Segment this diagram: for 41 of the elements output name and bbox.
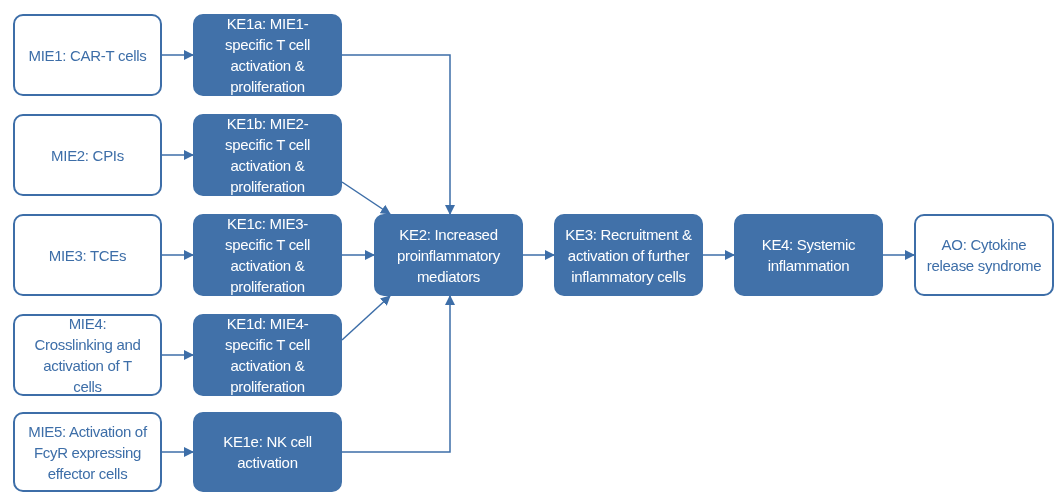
arrow [341,295,455,453]
key-event-box [554,214,703,296]
arrow [161,250,194,260]
arrow [882,250,915,260]
event-box [13,412,162,492]
key-event-box [193,314,342,396]
arrow [341,250,375,260]
box-label: MIE5: Activation of FcyR expressing effector cells [27,421,149,484]
box-label: KE1a: MIE1-specific T cell activation & proliferation [224,14,311,97]
arrow [161,350,194,360]
arrow [341,181,391,215]
box-label: KE1b: MIE2-specific T cell activation & proliferation [224,114,311,197]
arrow [341,54,455,215]
box-label: KE2: Increased proinflammatory mediators [395,224,501,287]
key-event-box [193,214,342,296]
event-box [13,114,162,196]
event-box [13,214,162,296]
key-event-box [193,412,342,492]
key-event-box [193,114,342,196]
arrow [161,150,194,160]
box-label: MIE1: CAR-T cells [28,45,147,66]
box-label: KE1d: MIE4-specific T cell activation & proliferation [224,314,311,397]
box-label: AO: Cytokine release syndrome [925,235,1043,276]
key-event-box [374,214,523,296]
box-label: KE4: Systemic inflammation [760,235,857,276]
key-event-box [734,214,883,296]
box-label: KE1e: NK cell activation [222,432,313,473]
event-box [914,214,1054,296]
box-label: MIE4: Crosslinking and activation of T cells [33,314,142,397]
event-box [13,14,162,96]
arrow [702,250,735,260]
arrow [341,295,391,341]
arrow [161,447,194,457]
box-label: KE3: Recruitment & activation of further inflammatory cells [564,224,693,287]
box-label: KE1c: MIE3-specific T cell activation & proliferation [224,214,311,297]
arrow [522,250,555,260]
arrow [161,50,194,60]
box-label: MIE3: TCEs [48,245,127,266]
event-box [13,314,162,396]
key-event-box [193,14,342,96]
box-label: MIE2: CPIs [51,145,124,166]
